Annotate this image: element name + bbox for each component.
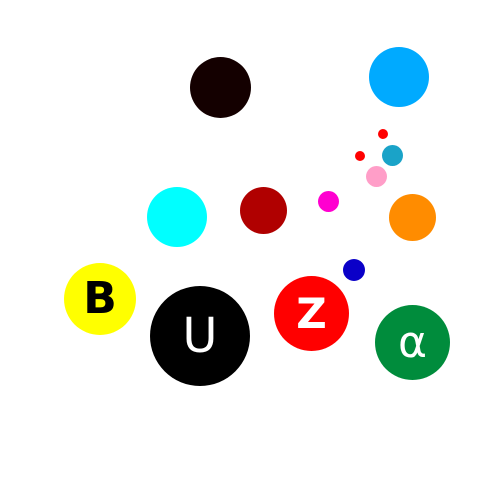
letter-z-label: Z (296, 288, 327, 338)
orange-circle[interactable] (389, 194, 436, 241)
letter-b-label: B (83, 273, 117, 324)
cyan-circle[interactable] (147, 187, 207, 247)
small-teal-circle[interactable] (382, 145, 403, 166)
small-navy-circle[interactable] (343, 259, 365, 281)
dark-brown-circle[interactable] (190, 57, 251, 118)
red-letter-z-circle[interactable]: Z (274, 276, 349, 351)
letter-u-label: U (182, 308, 218, 364)
sky-blue-circle[interactable] (369, 47, 429, 107)
small-pink-circle[interactable] (366, 166, 387, 187)
small-red-circle[interactable] (355, 151, 365, 161)
dark-red-circle[interactable] (240, 187, 287, 234)
black-letter-u-circle[interactable]: U (150, 286, 250, 386)
small-red-circle[interactable] (378, 129, 388, 139)
magenta-circle[interactable] (318, 191, 339, 212)
alpha-symbol-label: α (397, 316, 427, 368)
yellow-letter-b-circle[interactable]: B (64, 263, 136, 335)
green-alpha-circle[interactable]: α (375, 305, 450, 380)
